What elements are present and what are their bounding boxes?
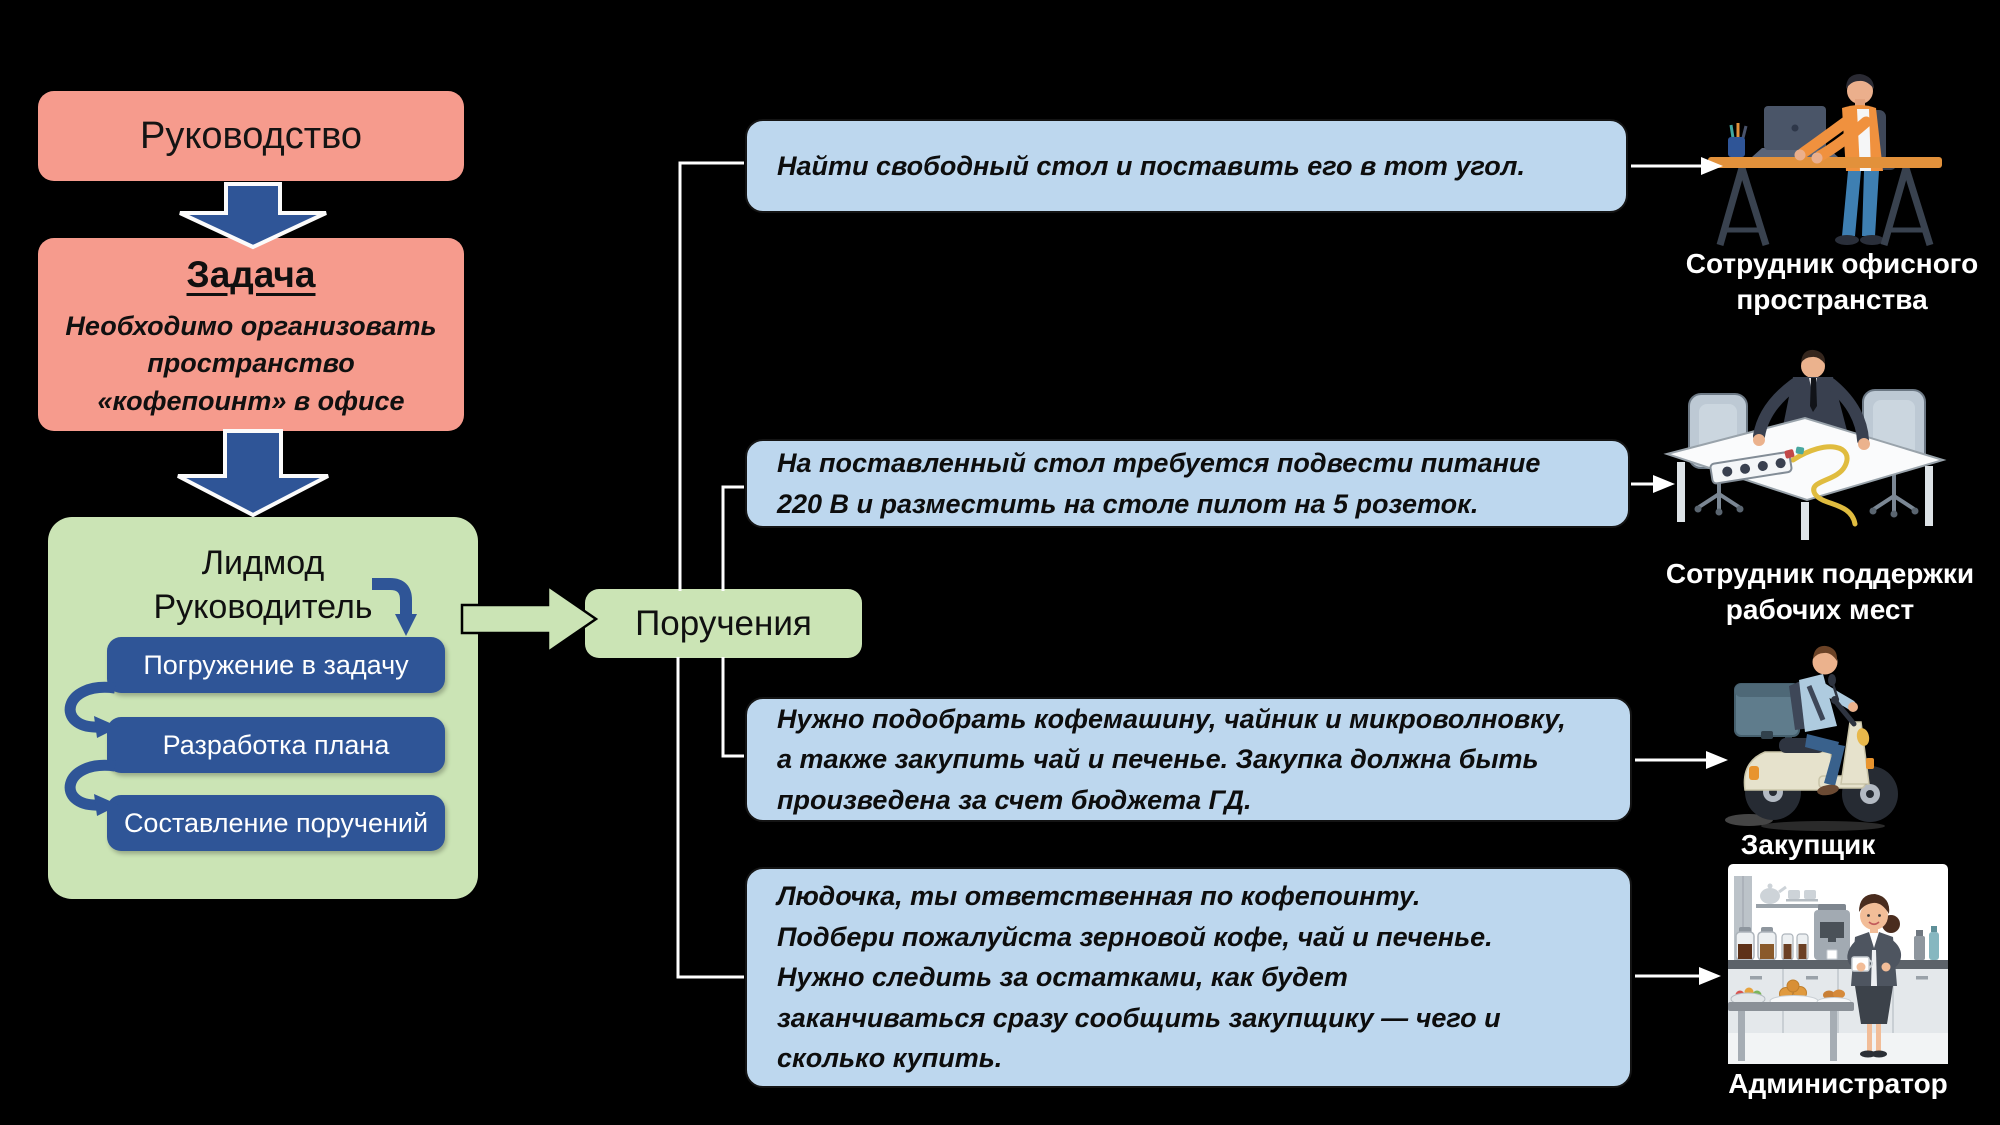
coffee-machine <box>1814 904 1850 960</box>
task-description: Необходимо организовать пространство «ко… <box>65 311 437 416</box>
order-text: На поставленный стол требуется подвести … <box>777 448 1541 519</box>
assignments-label: Поручения <box>635 603 812 643</box>
connector-to-order-2 <box>721 485 744 591</box>
step-label: Составление поручений <box>123 807 429 838</box>
step-immersion: Погружение в задачу <box>107 637 445 693</box>
buyer-on-scooter-illustration <box>1725 645 1898 831</box>
connector-to-order-4 <box>676 657 744 979</box>
step-label: Разработка плана <box>162 729 390 760</box>
step-orders: Составление поручений <box>107 795 445 851</box>
connector-to-order-1 <box>678 161 744 591</box>
worker-setting-up-power-strip-illustration <box>1663 349 1947 540</box>
table <box>1663 416 1947 540</box>
pen-cup <box>1728 123 1748 157</box>
order-text: Людочка, ты ответственная по кофепоинту.… <box>777 881 1501 1074</box>
order-bubble-4: Людочка, ты ответственная по кофепоинту.… <box>745 867 1632 1088</box>
leader-box: Лидмод Руководитель Погружение в задачу … <box>48 517 478 899</box>
power-strip-and-cable <box>1709 444 1858 527</box>
support-worker-arms <box>1753 378 1870 450</box>
snack-table <box>1728 979 1854 1061</box>
employee-working-at-desk-illustration <box>1708 74 1942 247</box>
order-bubble-3: Нужно подобрать кофемашину, чайник и мик… <box>745 697 1632 822</box>
arrow-to-buyer <box>1635 751 1728 769</box>
flow-arrow-leader-to-assignments <box>460 583 599 655</box>
role-label-administrator: Администратор <box>1728 1068 1948 1099</box>
role-label-office-space-employee: Сотрудник офисного пространства <box>1685 248 1979 316</box>
shadow <box>1761 821 1885 831</box>
order-text: Нужно подобрать кофемашину, чайник и мик… <box>777 703 1566 815</box>
handlebar <box>1828 674 1857 727</box>
rider <box>1789 645 1858 796</box>
leader-title: Лидмод Руководитель <box>153 544 373 627</box>
leadership-label: Руководство <box>139 114 363 157</box>
administrator-in-kitchen-illustration <box>1728 864 1948 1064</box>
person-arms <box>1794 113 1872 164</box>
task-title: Задача <box>186 254 316 295</box>
step-label: Погружение в задачу <box>143 649 409 680</box>
order-bubble-1: Найти свободный стол и поставить его в т… <box>745 119 1628 213</box>
desk <box>1708 157 1942 247</box>
order-text: Найти свободный стол и поставить его в т… <box>777 150 1525 181</box>
role-label-buyer: Закупщик <box>1740 829 1876 860</box>
assignments-box: Поручения <box>585 589 862 658</box>
administrator-person <box>1847 894 1901 1058</box>
down-arrow-task-to-leader <box>177 429 329 518</box>
task-box: Задача Необходимо организовать пространс… <box>38 238 464 431</box>
step-plan: Разработка плана <box>107 717 445 773</box>
coffee-jars <box>1735 927 1809 961</box>
order-bubble-2: На поставленный стол требуется подвести … <box>745 439 1630 528</box>
arrow-to-administrator <box>1635 967 1721 985</box>
leadership-box: Руководство <box>38 91 464 181</box>
connector-to-order-3 <box>721 657 744 758</box>
role-label-workplace-support: Сотрудник поддержки рабочих мест <box>1665 558 1975 626</box>
laptop <box>1752 106 1838 157</box>
